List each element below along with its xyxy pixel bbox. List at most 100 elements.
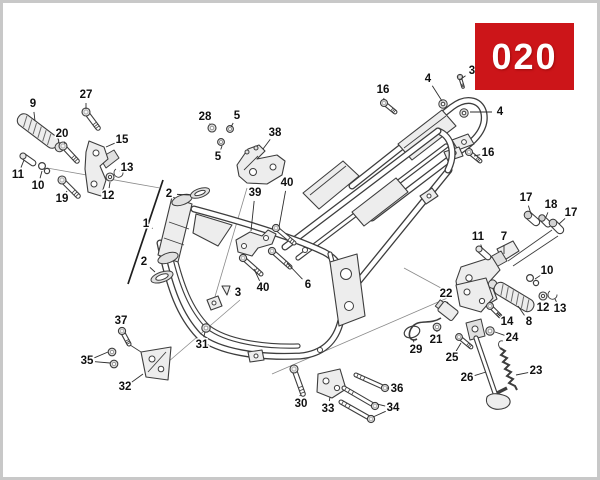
leader-line <box>455 342 462 352</box>
callout-label-7: 7 <box>501 231 507 243</box>
leader-line <box>262 139 271 150</box>
callout-label-10: 10 <box>32 180 45 192</box>
leader-line <box>517 305 525 316</box>
callout-label-3: 3 <box>235 287 241 299</box>
callout-label-40: 40 <box>257 282 270 294</box>
bolt <box>81 107 91 117</box>
bolt <box>271 223 281 233</box>
callout-label-5: 5 <box>234 110 241 122</box>
callout-label-34: 34 <box>387 402 400 414</box>
callout-label-15: 15 <box>116 134 129 146</box>
bolt <box>366 414 376 424</box>
leader-line <box>203 331 206 338</box>
page-code-badge: 020 <box>475 23 574 90</box>
washer <box>538 291 548 301</box>
callout-label-22: 22 <box>440 288 453 300</box>
leader-line <box>278 190 287 228</box>
leader-line <box>376 403 386 407</box>
rear-gusset <box>351 177 409 227</box>
nut <box>107 347 117 357</box>
callout-label-12: 12 <box>102 190 115 202</box>
nut <box>217 138 225 146</box>
callout-label-40: 40 <box>281 177 294 189</box>
footrest-plate-rear <box>99 149 120 169</box>
bolt <box>379 98 389 108</box>
callout-label-8: 8 <box>526 316 533 328</box>
stand-foot <box>485 393 511 410</box>
bolt <box>455 333 463 341</box>
callout-label-12: 12 <box>537 302 550 314</box>
main-frame <box>156 127 456 363</box>
callout-label-24: 24 <box>506 332 519 344</box>
washer <box>105 172 115 182</box>
bolt <box>486 302 494 310</box>
callout-label-35: 35 <box>81 355 94 367</box>
bearing-race-bottom <box>150 270 174 284</box>
leader-line <box>131 373 144 383</box>
callout-label-9: 9 <box>30 98 36 110</box>
right-footrest-peg <box>487 279 535 313</box>
steering-head <box>150 187 211 284</box>
bolt <box>58 141 68 151</box>
callout-label-32: 32 <box>119 381 132 393</box>
callout-label-17: 17 <box>520 192 533 204</box>
callout-label-36: 36 <box>391 383 404 395</box>
bolt <box>289 364 299 374</box>
callout-label-13: 13 <box>554 303 567 315</box>
callout-label-2: 2 <box>141 256 147 268</box>
leader-line <box>176 193 191 196</box>
callout-label-16: 16 <box>482 147 495 159</box>
clip-10 <box>37 162 46 171</box>
callout-label-25: 25 <box>446 352 459 364</box>
callout-label-11: 11 <box>472 231 485 243</box>
nut <box>201 323 211 333</box>
callout-label-37: 37 <box>115 315 128 327</box>
leader-line <box>473 154 481 157</box>
airbox-plate <box>302 160 360 210</box>
callout-label-29: 29 <box>410 344 423 356</box>
callout-label-27: 27 <box>80 89 93 101</box>
bolt <box>267 246 277 256</box>
callout-label-13: 13 <box>121 162 134 174</box>
callout-label-5: 5 <box>215 151 222 163</box>
leader-line <box>33 111 36 122</box>
callout-label-26: 26 <box>461 372 474 384</box>
callout-label-14: 14 <box>501 316 514 328</box>
leader-line <box>328 396 331 402</box>
callout-label-30: 30 <box>295 398 308 410</box>
nut <box>485 326 495 336</box>
callout-label-4: 4 <box>497 106 504 118</box>
leader-line <box>94 351 109 359</box>
callout-label-33: 33 <box>322 403 335 415</box>
bolt <box>370 401 380 411</box>
leader-line <box>149 267 156 273</box>
leader-line <box>545 212 549 218</box>
leader-line <box>253 268 260 281</box>
nut <box>226 125 234 133</box>
stand-spring-23 <box>499 347 518 391</box>
clip-13-right <box>547 290 558 300</box>
leader-line <box>94 361 111 364</box>
leader-line <box>460 75 466 80</box>
footrest-bracket-15 <box>84 140 109 197</box>
leader-line <box>230 122 234 128</box>
leader-line <box>431 85 443 102</box>
leader-line <box>250 200 255 232</box>
callout-label-18: 18 <box>545 199 558 211</box>
leader-line <box>65 190 68 193</box>
leader-line <box>480 244 483 249</box>
leader-line <box>496 312 502 317</box>
callout-leaders <box>20 75 566 418</box>
leader-line <box>534 275 541 280</box>
leader-line <box>20 159 25 168</box>
leader-line <box>39 170 43 179</box>
callout-label-21: 21 <box>430 334 443 346</box>
bolt <box>464 147 474 157</box>
nut <box>432 322 442 332</box>
bolt <box>117 326 127 336</box>
bolt <box>456 73 464 81</box>
callout-label-39: 39 <box>249 187 262 199</box>
nut <box>109 359 119 369</box>
leader-line <box>105 142 115 148</box>
